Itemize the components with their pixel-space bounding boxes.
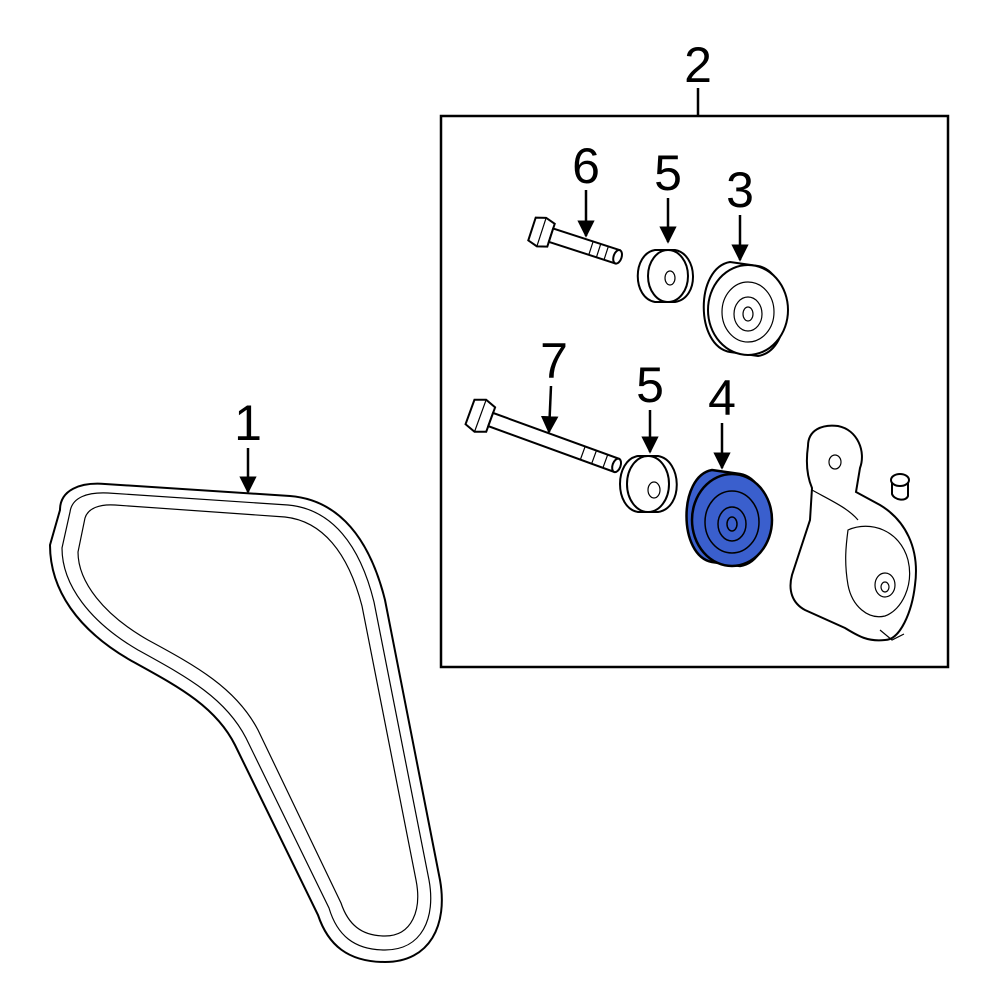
callout-6: 6 [572, 138, 600, 238]
bolt-long[interactable] [464, 396, 626, 483]
callout-5-lower: 5 [636, 357, 664, 454]
callout-arrow-7 [540, 385, 559, 434]
callout-7: 7 [540, 333, 568, 434]
callout-label-1: 1 [234, 395, 262, 451]
spacer-upper[interactable] [636, 249, 694, 303]
callout-1: 1 [234, 395, 262, 494]
idler-pulley-highlighted[interactable] [685, 468, 774, 568]
callout-label-7: 7 [540, 333, 568, 389]
idler-pulley-upper[interactable] [702, 260, 789, 358]
callout-label-3: 3 [726, 162, 754, 218]
serpentine-belt[interactable] [48, 482, 443, 964]
dowel-pin[interactable] [890, 473, 910, 501]
bolt-short[interactable] [527, 215, 626, 273]
callout-label-4: 4 [708, 370, 736, 426]
callout-label-6: 6 [572, 138, 600, 194]
callout-5-upper: 5 [654, 145, 682, 244]
callout-4: 4 [708, 370, 736, 470]
callout-3: 3 [726, 162, 754, 262]
tensioner-bracket[interactable] [789, 424, 917, 642]
callout-label-2: 2 [684, 37, 712, 93]
spacer-lower[interactable] [619, 455, 678, 513]
tensioner-kit-box[interactable] [439, 114, 950, 669]
callout-2: 2 [684, 37, 712, 116]
callout-label-5-lower: 5 [636, 357, 664, 413]
callout-label-5-upper: 5 [654, 145, 682, 201]
